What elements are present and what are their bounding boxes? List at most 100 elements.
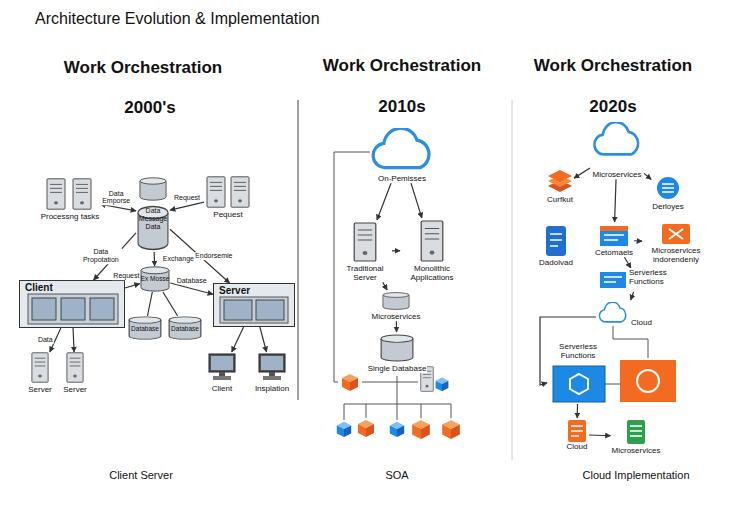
edge-label: Data Emporse: [100, 190, 132, 205]
icon-node: Curfkut: [546, 170, 574, 204]
icon-node: Monolithic Applications: [400, 218, 464, 282]
edge-label: Exchange: [162, 255, 195, 263]
system-box: Server: [213, 283, 295, 327]
connector: [377, 183, 391, 220]
connector: [577, 404, 578, 418]
icon-node: Processng tasks: [40, 176, 101, 221]
node-label: Pequest: [212, 210, 243, 219]
connector: [383, 282, 387, 290]
connector: [396, 321, 397, 332]
node-label: Cetomaels: [594, 248, 634, 257]
connector: [411, 183, 422, 218]
icon-node: Serverless Functions: [547, 342, 609, 404]
node-label: Dadolvad: [538, 258, 574, 267]
icon-node: Microservices: [371, 290, 422, 321]
edge-label: Database: [176, 277, 208, 285]
icon-node: Cloud: [596, 300, 653, 334]
node-label: On-Pemisses: [377, 174, 427, 183]
node-label: Ex Mosse: [140, 275, 171, 282]
node-label: Monolithic Applications: [400, 264, 464, 282]
node-label: Cloud: [630, 318, 653, 327]
icon-node: Ex Mosse: [140, 266, 171, 292]
node-label: Server: [62, 385, 88, 394]
icon-node: Dadolvad: [538, 224, 574, 267]
icon-node: Database: [168, 316, 202, 340]
icon-node: Derloyes: [651, 176, 685, 211]
panel-caption: Client Server: [109, 469, 173, 482]
node-label: Microservices: [611, 446, 662, 455]
connector: [170, 202, 204, 210]
connector: [154, 252, 156, 266]
icon-node: Serverless Functions: [598, 268, 678, 292]
edge-label: Request: [173, 194, 201, 202]
connector: [392, 250, 400, 251]
node-label: Microservices: [371, 312, 422, 321]
node-label: Database: [130, 325, 160, 332]
panel-caption: Cloud Implementation: [582, 469, 689, 482]
edge-label: Request: [112, 272, 140, 280]
connector: [232, 327, 244, 352]
box-heading: Client: [24, 282, 54, 294]
icon-node: Server: [27, 352, 53, 394]
node-label: Processng tasks: [40, 212, 101, 221]
node-label: Microservices: [592, 170, 643, 179]
connector: [631, 292, 634, 300]
connector: [100, 204, 136, 211]
node-label: Derloyes: [651, 202, 685, 211]
connector: [624, 257, 630, 268]
connector: [615, 179, 616, 222]
section-heading: Work Orchestration: [64, 58, 222, 78]
connector: [170, 283, 213, 294]
connector: [589, 434, 611, 436]
soa-illustration: [334, 128, 460, 439]
icon-node: Insplation: [254, 352, 290, 393]
connector: [73, 328, 74, 352]
node-label: Database: [170, 325, 200, 332]
edge-label: Endorsemie: [194, 252, 233, 260]
icon-node: Client: [206, 352, 238, 393]
icon-node: Single Database: [367, 332, 428, 373]
node-label: Microservices indorendenly: [642, 246, 710, 264]
section-heading: Work Orchestration: [323, 56, 481, 76]
icon-node: Microservices indorendenly: [642, 222, 710, 264]
era-label: 2020s: [589, 97, 636, 117]
era-label: 2000's: [124, 98, 175, 118]
system-box: Client: [19, 280, 125, 328]
cloud-illustration: [546, 122, 690, 444]
section-heading: Work Orchestration: [534, 56, 692, 76]
edge-label: Data Propotation: [80, 249, 122, 264]
icon-node: Database: [128, 316, 162, 340]
node-label: Traditional Server: [338, 264, 392, 282]
edge-label: Data: [37, 336, 54, 344]
connector: [163, 292, 178, 316]
icon-node: Data Message Data: [136, 176, 170, 252]
connector: [634, 240, 642, 242]
connector: [260, 327, 267, 352]
icon-node: Traditional Server: [338, 220, 392, 282]
client-server-illustration: [19, 177, 295, 382]
icon-node: Microservices: [590, 122, 644, 179]
icon-node: Pequest: [204, 174, 252, 219]
icon-node: On-Pemisses: [367, 126, 437, 183]
node-label: Cloud: [566, 442, 589, 451]
era-label: 2010s: [378, 97, 425, 117]
node-label: Single Database: [367, 364, 428, 373]
node-label: Serverless Functions: [628, 268, 678, 286]
page-title: Architecture Evolution & Implementation: [35, 10, 320, 28]
icon-node: Microservices: [611, 418, 662, 455]
connector: [574, 168, 590, 178]
node-label: Serverless Functions: [547, 342, 609, 360]
node-label: Client: [211, 384, 233, 393]
icon-node: Cloud: [565, 418, 589, 451]
connector: [147, 292, 152, 316]
node-label: Insplation: [254, 384, 290, 393]
connector: [644, 173, 651, 179]
icon-node: Server: [62, 352, 88, 394]
icon-node: Cetomaels: [594, 222, 634, 257]
node-label: Curfkut: [546, 195, 574, 204]
panel-divider: [298, 100, 512, 460]
connector: [125, 284, 140, 288]
panel-caption: SOA: [385, 469, 408, 482]
node-label: Data Message Data: [136, 207, 170, 231]
node-label: Server: [27, 385, 53, 394]
